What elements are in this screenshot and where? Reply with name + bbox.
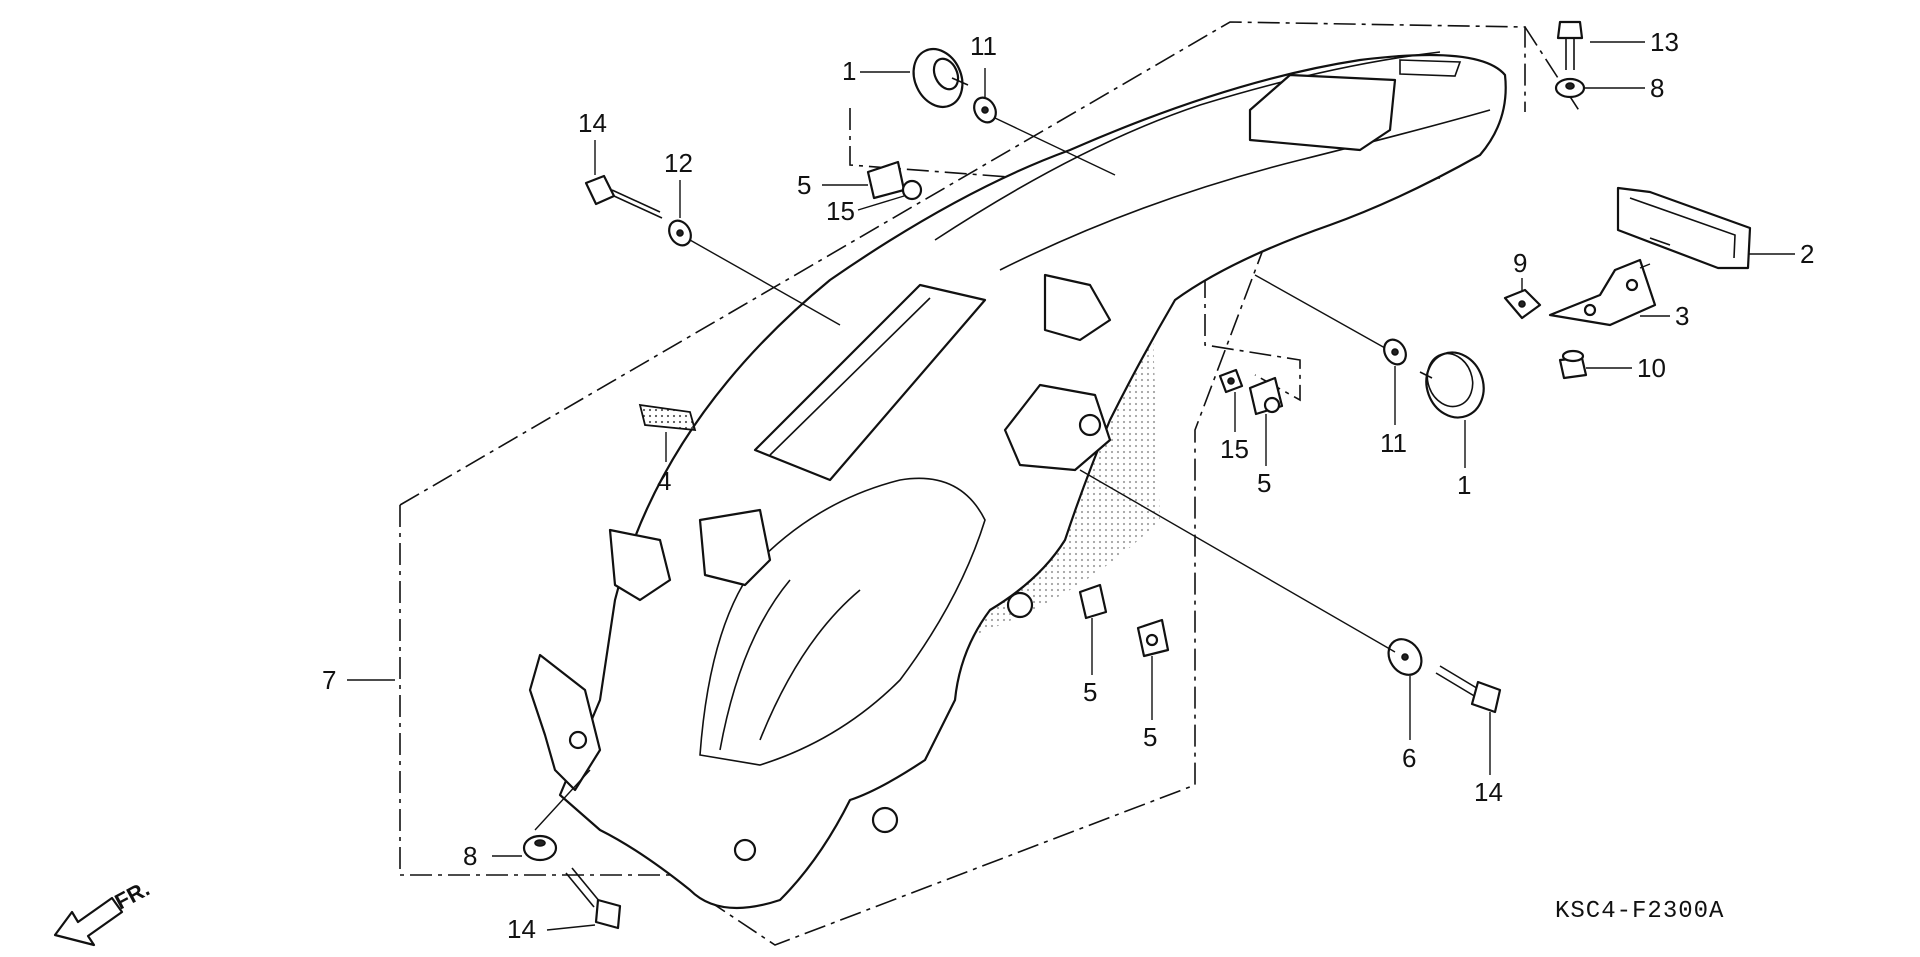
washer-upper [973, 96, 997, 124]
washer-mid [1383, 338, 1407, 366]
bolt-13 [1556, 20, 1584, 70]
callout-1: 1 [842, 56, 856, 86]
bolt-lower-right [1435, 665, 1502, 714]
washer-8-lower [522, 834, 558, 862]
clip-nut-lower-b [1136, 618, 1170, 658]
washer-8-upper [1554, 77, 1586, 99]
callout-10: 10 [1637, 353, 1666, 383]
callout-5: 5 [1143, 722, 1157, 752]
callout-12: 12 [664, 148, 693, 178]
grommet-mid [1419, 351, 1485, 419]
diagram-code: KSC4-F2300A [1555, 898, 1724, 925]
leader-lines [347, 41, 1795, 931]
callout-5: 5 [797, 170, 811, 200]
clip-nut-upper [866, 160, 923, 201]
callout-4: 4 [657, 466, 671, 496]
nut-9 [1503, 288, 1542, 320]
front-direction-arrow: FR. [53, 876, 154, 947]
bolt-upper-left [584, 174, 663, 219]
reflector-bracket [1548, 258, 1657, 327]
callout-7: 7 [322, 665, 336, 695]
grommet-upper [912, 48, 969, 108]
callout-8: 8 [463, 841, 477, 871]
callout-3: 3 [1675, 301, 1689, 331]
callout-14: 14 [1474, 777, 1503, 807]
callout-6: 6 [1402, 743, 1416, 773]
callout-1: 1 [1457, 470, 1471, 500]
clip-nut-mid [1248, 376, 1284, 416]
nut-10 [1558, 349, 1588, 380]
callout-labels: 1 11 14 12 5 15 13 8 2 9 3 10 4 15 5 11 … [322, 27, 1814, 944]
callout-15: 15 [826, 196, 855, 226]
washer-12 [668, 219, 692, 247]
rear-fender [528, 51, 1507, 910]
callout-5: 5 [1257, 468, 1271, 498]
callout-13: 13 [1650, 27, 1679, 57]
callout-11: 11 [1380, 428, 1407, 458]
reflector [1616, 186, 1752, 270]
callout-2: 2 [1800, 239, 1814, 269]
callout-5: 5 [1083, 677, 1097, 707]
callout-9: 9 [1513, 248, 1527, 278]
pad-4 [638, 403, 697, 432]
washer-6 [1387, 638, 1423, 676]
bolt-lower-left [565, 867, 622, 930]
callout-14: 14 [507, 914, 536, 944]
callout-14: 14 [578, 108, 607, 138]
clip-nut-lower-a [1078, 583, 1108, 620]
nut-15-mid [1218, 368, 1244, 394]
callout-15: 15 [1220, 434, 1249, 464]
callout-11: 11 [970, 31, 997, 61]
callout-8: 8 [1650, 73, 1664, 103]
